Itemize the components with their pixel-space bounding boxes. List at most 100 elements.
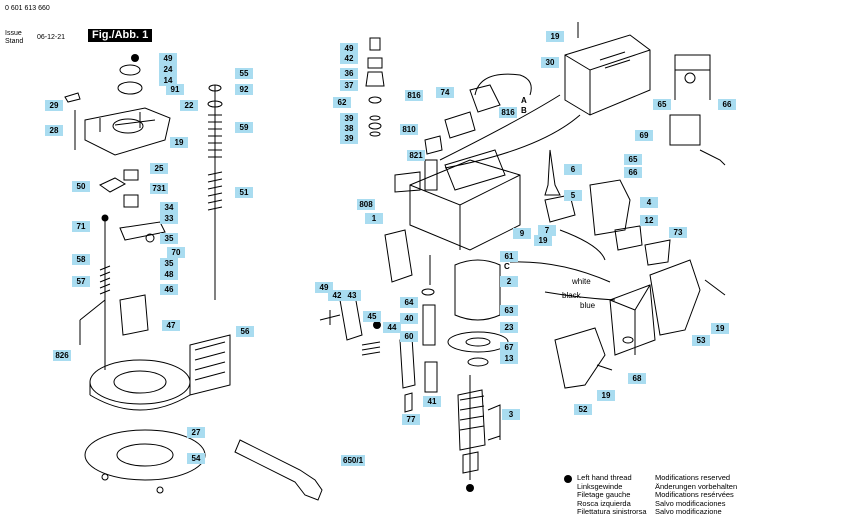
- part-tag: 2: [500, 276, 518, 287]
- legend-line: Linksgewinde: [577, 481, 623, 491]
- part-tag: 73: [669, 227, 687, 238]
- legend-line: Modifications reserved: [655, 473, 731, 482]
- wire-blue-label: blue: [580, 301, 596, 310]
- part-tag: 43: [343, 290, 361, 301]
- part-tag: 67: [500, 342, 518, 353]
- part-tag: 70: [167, 247, 185, 258]
- part-tag: 7: [538, 225, 556, 236]
- part-tag: 29: [45, 100, 63, 111]
- part-tag: 55: [235, 68, 253, 79]
- part-tag: 731: [150, 183, 168, 194]
- part-tag: 74: [436, 87, 454, 98]
- part-tag: 49: [315, 282, 333, 293]
- part-tag: 47: [162, 320, 180, 331]
- part-tag: 34: [160, 202, 178, 213]
- legend-line: Modifications resérvées: [655, 490, 734, 499]
- legend-line: Rosca izquierda: [577, 498, 631, 508]
- part-tag: 56: [236, 326, 254, 337]
- part-tag: 816: [499, 107, 517, 118]
- part-tag: 45: [363, 311, 381, 322]
- legend-modifications: Modifications reserved Änderungen vorbeh…: [655, 473, 738, 517]
- part-tag: 27: [187, 427, 205, 438]
- part-tag: 23: [500, 322, 518, 333]
- legend-line: Salvo modificaciones: [655, 498, 726, 508]
- part-tag: 30: [541, 57, 559, 68]
- part-tag: 35: [160, 258, 178, 269]
- part-tag: 52: [574, 404, 592, 415]
- wire-black-label: black: [562, 291, 581, 300]
- part-tag: 35: [160, 233, 178, 244]
- part-tag: 3: [502, 409, 520, 420]
- part-tag: 49: [340, 43, 358, 54]
- legend-line: Salvo modificazione: [655, 507, 722, 516]
- part-tag: 33: [160, 213, 178, 224]
- part-tag: 41: [423, 396, 441, 407]
- part-tag: 22: [180, 100, 198, 111]
- part-tag: 58: [72, 254, 90, 265]
- part-tag: 48: [160, 269, 178, 280]
- part-tag: 66: [624, 167, 642, 178]
- part-tag: 1: [365, 213, 383, 224]
- part-tag: 49: [159, 53, 177, 64]
- part-tag: 69: [635, 130, 653, 141]
- part-tag: 68: [628, 373, 646, 384]
- part-tag: 54: [187, 453, 205, 464]
- part-tag: 66: [718, 99, 736, 110]
- part-tag: 19: [546, 31, 564, 42]
- part-tag: 810: [400, 124, 418, 135]
- figure-label: Fig./Abb. 1: [88, 29, 153, 42]
- part-tag: 53: [692, 335, 710, 346]
- part-tag: 6: [564, 164, 582, 175]
- part-tag: 64: [400, 297, 418, 308]
- part-tag: 39: [340, 113, 358, 124]
- connector-c-mid: C: [504, 262, 510, 271]
- issue-label: Issue: [5, 30, 22, 37]
- part-tag: 9: [513, 228, 531, 239]
- part-tag: 42: [340, 53, 358, 64]
- issue-date: 06-12-21: [37, 34, 66, 41]
- legend-line: Filetage gauche: [577, 490, 631, 499]
- part-tag: 65: [624, 154, 642, 165]
- part-tag: 92: [235, 84, 253, 95]
- part-tag: 44: [383, 322, 401, 333]
- part-tag: 650/1: [341, 455, 366, 466]
- part-tag: 37: [340, 80, 358, 91]
- part-tag: 65: [653, 99, 671, 110]
- part-tag: 28: [45, 125, 63, 136]
- part-number: 0 601 613 660: [5, 5, 50, 12]
- part-tag: 12: [640, 215, 658, 226]
- part-tag: 19: [711, 323, 729, 334]
- part-tag: 63: [500, 305, 518, 316]
- stand-label: Stand: [5, 38, 24, 45]
- part-tag: 60: [400, 331, 418, 342]
- part-tag: 71: [72, 221, 90, 232]
- part-tag: 816: [405, 90, 423, 101]
- part-tag: 77: [402, 414, 420, 425]
- part-tag: 14: [159, 75, 177, 86]
- part-tag: 38: [340, 123, 358, 134]
- part-tag: 19: [597, 390, 615, 401]
- part-tag: 808: [357, 199, 375, 210]
- part-tag: 25: [150, 163, 168, 174]
- part-tag: 62: [333, 97, 351, 108]
- legend-line: Left hand thread: [577, 473, 632, 482]
- wire-white-label: white: [572, 277, 591, 286]
- part-tag: 4: [640, 197, 658, 208]
- part-tag: 51: [235, 187, 253, 198]
- part-tag: 826: [53, 350, 71, 361]
- part-tag: 46: [160, 284, 178, 295]
- legend-line: Filettatura sinistrorsa: [577, 507, 647, 516]
- legend-line: Änderungen vorbehalten: [655, 481, 738, 491]
- part-tag: 40: [400, 313, 418, 324]
- part-tag: 5: [564, 190, 582, 201]
- legend-left-hand-thread: Left hand thread Linksgewinde Filetage g…: [577, 473, 647, 517]
- part-tag: 59: [235, 122, 253, 133]
- part-tag: 57: [72, 276, 90, 287]
- part-tag: 821: [407, 150, 425, 161]
- part-tag: 50: [72, 181, 90, 192]
- part-tag: 19: [170, 137, 188, 148]
- part-tag: 39: [340, 133, 358, 144]
- part-tag: 36: [340, 68, 358, 79]
